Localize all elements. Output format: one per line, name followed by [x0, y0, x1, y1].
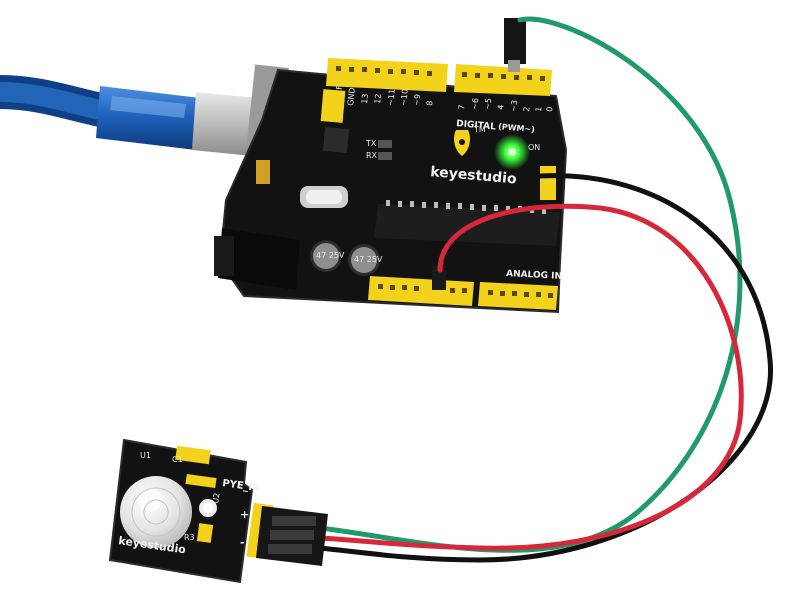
sensor-resistor	[196, 523, 214, 543]
top-dupont-connector	[504, 18, 526, 64]
sensor-label: PYE_IR	[222, 478, 261, 494]
tm-label: TM	[473, 125, 486, 134]
power-header	[368, 276, 474, 306]
power-led	[508, 148, 516, 156]
tx-label: TX	[365, 139, 377, 148]
cap-2-label: 47 25V	[354, 255, 383, 264]
u1-label: U1	[140, 451, 151, 460]
pin-3-label: ~3	[509, 100, 519, 113]
pin-2-label: 2	[522, 106, 531, 112]
board-pcb	[220, 70, 566, 312]
black-wire	[317, 173, 773, 563]
c1-label: C1	[172, 455, 183, 464]
power-jumper	[432, 266, 446, 290]
pir-dome	[120, 476, 192, 548]
minus-label: -	[240, 536, 245, 549]
icsp-header	[540, 166, 556, 200]
digital-label: DIGITAL	[456, 119, 497, 132]
arduino-board: AREF GND 13 12 ~11 ~10 ~9 8 7 ~6 ~5 4 ~3…	[214, 58, 568, 314]
usb-chip	[322, 126, 350, 154]
pin-8-label: 8	[425, 100, 434, 106]
cap-1-label: 47 25V	[316, 251, 345, 260]
pin-0-label: 0	[545, 106, 554, 112]
pin-4-label: 4	[496, 104, 505, 110]
pir-sensor-module: PYE_IR U1 U2 C1 R3 + - keyestudio	[108, 438, 328, 584]
pin-6-label: ~6	[470, 98, 480, 111]
u2-label: U2	[211, 492, 221, 504]
usb-cable	[0, 64, 289, 164]
small-components	[256, 89, 392, 208]
pwm-label: (PWM~)	[498, 122, 535, 134]
sensor-cap-pad	[175, 445, 211, 465]
pin-11-label: ~11	[386, 88, 397, 106]
usb-plug-boot	[96, 86, 200, 150]
pin-12-label: 12	[373, 93, 383, 104]
dc-power-jack	[218, 228, 300, 290]
analog-in-label: ANALOG IN	[506, 269, 562, 282]
analog-header	[478, 282, 558, 310]
jumper-wires	[317, 16, 773, 563]
board-brand: keyestudio	[430, 164, 518, 188]
rx-label: RX	[366, 151, 378, 160]
gnd-label: GND	[346, 87, 357, 106]
pin-1-label: 1	[534, 106, 543, 112]
pin-9-label: ~9	[412, 94, 422, 107]
red-wire	[317, 203, 744, 551]
digital-header-right	[454, 64, 552, 96]
r3-label: R3	[184, 533, 195, 542]
plus-label: +	[240, 508, 249, 521]
fuse	[256, 160, 270, 184]
pin-5-label: ~5	[483, 98, 493, 111]
digital-header-left	[326, 58, 448, 92]
keyestudio-logo: TM keyestudio	[430, 125, 518, 188]
led-on-label: ON	[528, 143, 540, 152]
pin-10-label: ~10	[399, 88, 410, 106]
pin-13-label: 13	[360, 93, 370, 104]
capacitors: 47 25V 47 25V	[310, 240, 383, 276]
pin-7-label: 7	[457, 104, 466, 110]
